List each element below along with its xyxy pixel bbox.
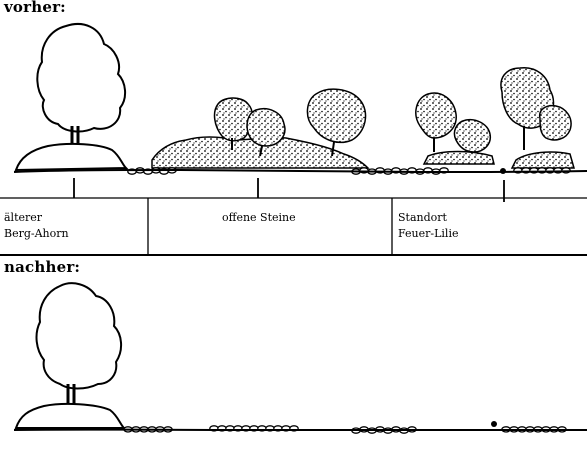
tree-right-of-mound (306, 88, 367, 157)
ground-line-after (13, 428, 587, 432)
annotation-line: Standort (398, 211, 447, 224)
old-maple-tree-before (14, 23, 129, 172)
annotation-open-stones: offene Steine (222, 210, 296, 226)
fire-lily-marker-after (491, 421, 497, 427)
after-panel (13, 282, 587, 434)
annotation-line: älterer (4, 211, 43, 224)
ground-line-before (13, 168, 587, 174)
before-panel (0, 23, 587, 256)
trees-far-right (415, 67, 575, 169)
old-maple-tree-after (14, 282, 127, 429)
tree-group-left (213, 97, 286, 157)
after-heading: nachher: (4, 258, 81, 276)
annotation-fire-lily-site: Standort Feuer-Lilie (398, 210, 458, 242)
before-heading: vorher: (4, 0, 66, 16)
annotation-line: offene Steine (222, 211, 296, 224)
annotation-line: Feuer-Lilie (398, 227, 459, 240)
annotation-old-maple: älterer Berg-Ahorn (4, 210, 69, 242)
shrub-mound (151, 67, 575, 169)
annotation-line: Berg-Ahorn (4, 227, 69, 240)
annotation-table (0, 197, 587, 256)
